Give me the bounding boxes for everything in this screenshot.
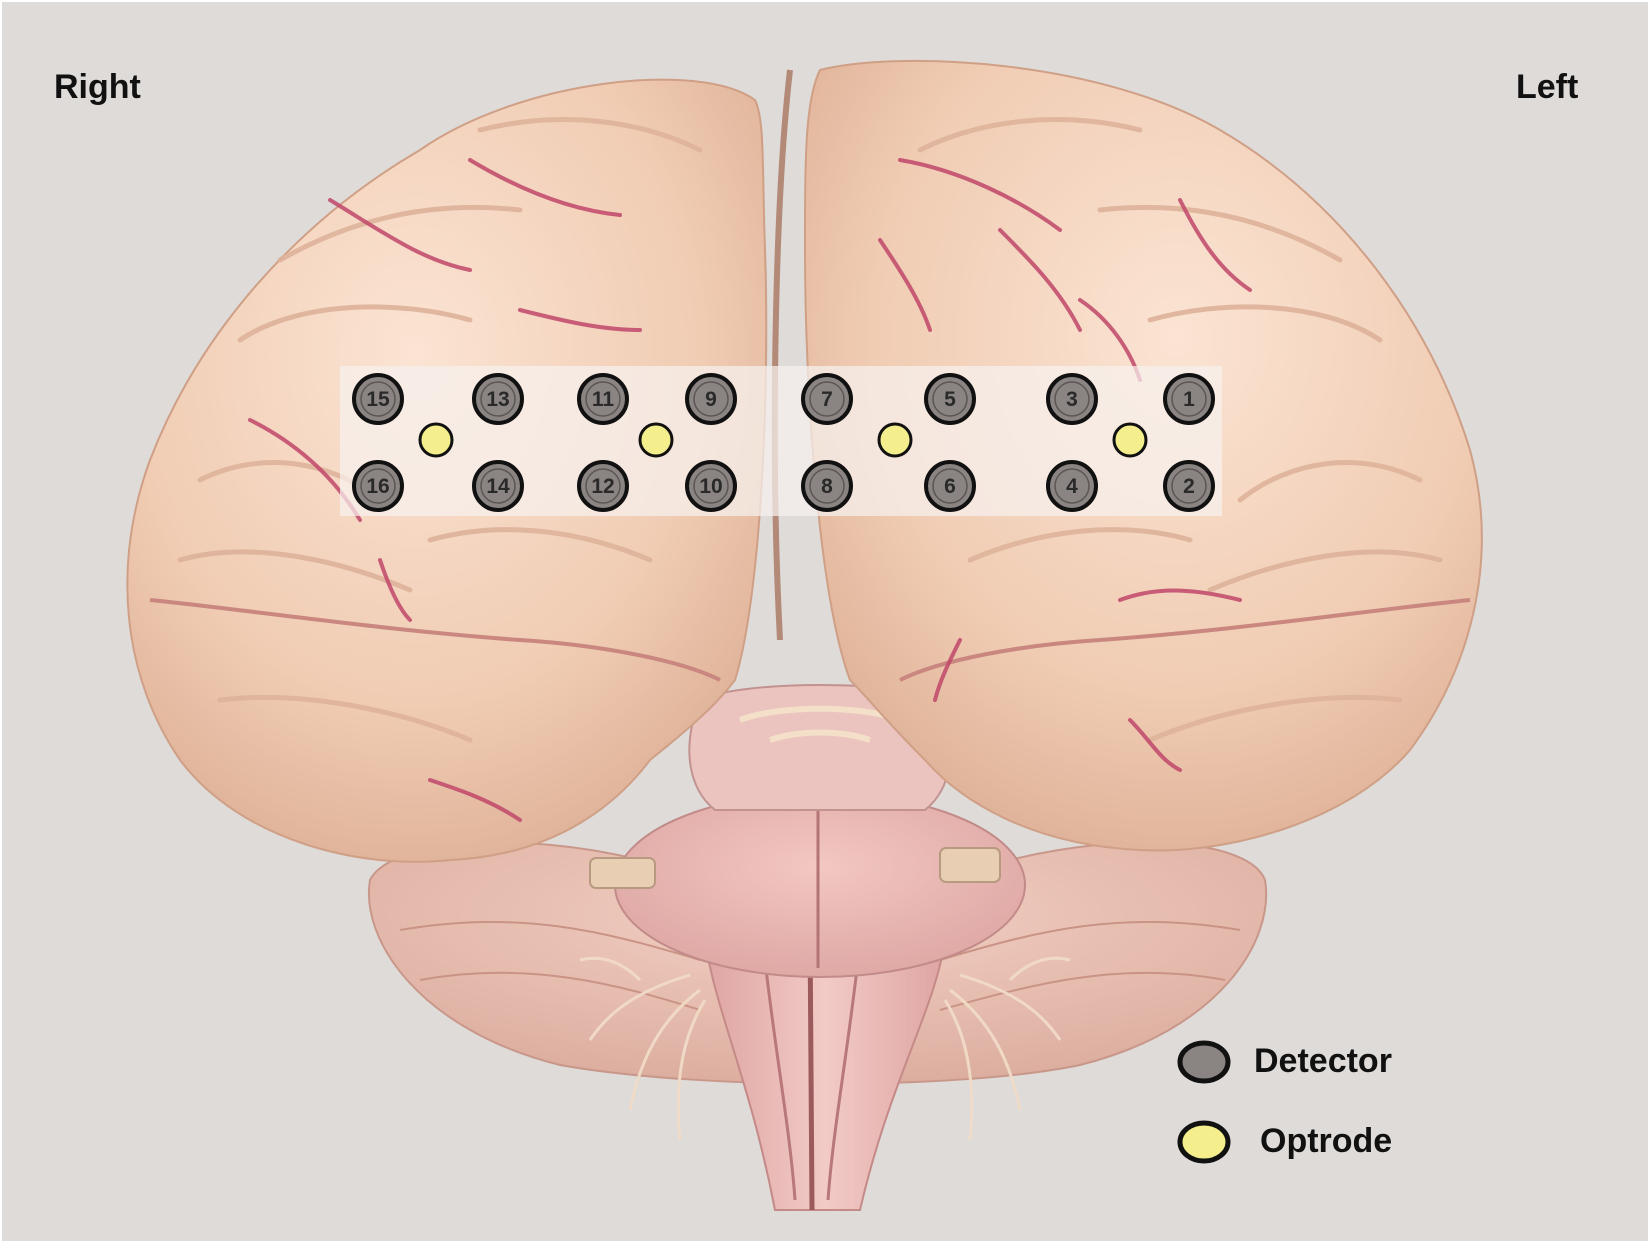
optrode-3 (877, 422, 913, 458)
detector-5: 5 (924, 373, 976, 425)
detector-number-top-8: 1 (1183, 388, 1195, 411)
detector-14: 14 (472, 460, 524, 512)
orientation-label-right: Right (54, 68, 141, 106)
detector-inner-ring (809, 381, 845, 417)
detector-number-bottom-1: 16 (366, 475, 389, 498)
pons-stub-left (589, 857, 656, 889)
cranial-nerves (579, 956, 1071, 1141)
detector-inner-ring (932, 468, 968, 504)
optrode-1 (418, 422, 454, 458)
detector-inner-ring (932, 381, 968, 417)
cerebellum-folia (399, 920, 1241, 1011)
detector-number-bottom-4: 10 (699, 475, 722, 498)
detector-number-bottom-7: 4 (1066, 475, 1078, 498)
detector-number-top-6: 5 (944, 388, 956, 411)
detector-number-bottom-3: 12 (591, 475, 614, 498)
detector-number-bottom-2: 14 (486, 475, 510, 498)
pons-stub-right (939, 847, 1001, 883)
detector-13: 13 (472, 373, 524, 425)
detector-inner-ring (480, 381, 516, 417)
longitudinal-fissure (771, 69, 793, 641)
detector-number-bottom-6: 6 (944, 475, 956, 498)
optrode-2 (638, 422, 674, 458)
detector-1: 1 (1163, 373, 1215, 425)
detector-8: 8 (801, 460, 853, 512)
legend-detector-icon (1177, 1040, 1231, 1084)
brainstem (703, 939, 947, 1211)
brainstem-fissures (763, 959, 860, 1201)
detector-inner-ring (360, 468, 396, 504)
detector-6: 6 (924, 460, 976, 512)
detector-inner-ring (585, 468, 621, 504)
detector-4: 4 (1046, 460, 1098, 512)
lateral-sulcus-right (149, 598, 721, 682)
detector-number-top-3: 11 (592, 388, 615, 411)
detector-inner-ring (360, 381, 396, 417)
detector-2: 2 (1163, 460, 1215, 512)
detector-number-bottom-8: 2 (1183, 475, 1195, 498)
detector-number-top-1: 15 (366, 388, 390, 411)
legend-detector-label: Detector (1254, 1042, 1392, 1080)
detector-number-top-2: 13 (486, 388, 509, 411)
legend-optrode-icon (1177, 1120, 1231, 1164)
detector-number-bottom-5: 8 (821, 475, 833, 498)
detector-layer: 15 13 11 9 7 5 3 1 16 14 12 10 8 6 4 2 (352, 373, 1215, 512)
detector-inner-ring (585, 381, 621, 417)
detector-12: 12 (577, 460, 629, 512)
detector-3: 3 (1046, 373, 1098, 425)
detector-inner-ring (480, 468, 516, 504)
detector-inner-ring (1054, 468, 1090, 504)
lateral-sulcus-left (899, 598, 1471, 682)
sulci (248, 158, 1252, 822)
detector-number-top-4: 9 (705, 388, 717, 411)
optrode-layer (418, 422, 1148, 458)
detector-inner-ring (1054, 381, 1090, 417)
legend-optrode-label: Optrode (1260, 1122, 1393, 1160)
orientation-label-left: Left (1516, 68, 1579, 106)
detector-9: 9 (685, 373, 737, 425)
detector-inner-ring (1171, 381, 1207, 417)
detector-inner-ring (693, 381, 729, 417)
detector-inner-ring (809, 468, 845, 504)
detector-10: 10 (685, 460, 737, 512)
detector-16: 16 (352, 460, 404, 512)
detector-inner-ring (1171, 468, 1207, 504)
detector-7: 7 (801, 373, 853, 425)
detector-number-top-7: 3 (1066, 388, 1078, 411)
detector-15: 15 (352, 373, 404, 425)
detector-number-top-5: 7 (821, 388, 833, 411)
detector-11: 11 (577, 373, 629, 425)
optrode-4 (1112, 422, 1148, 458)
gyri-folds (177, 117, 1443, 743)
detector-inner-ring (693, 468, 729, 504)
pons (614, 792, 1026, 978)
